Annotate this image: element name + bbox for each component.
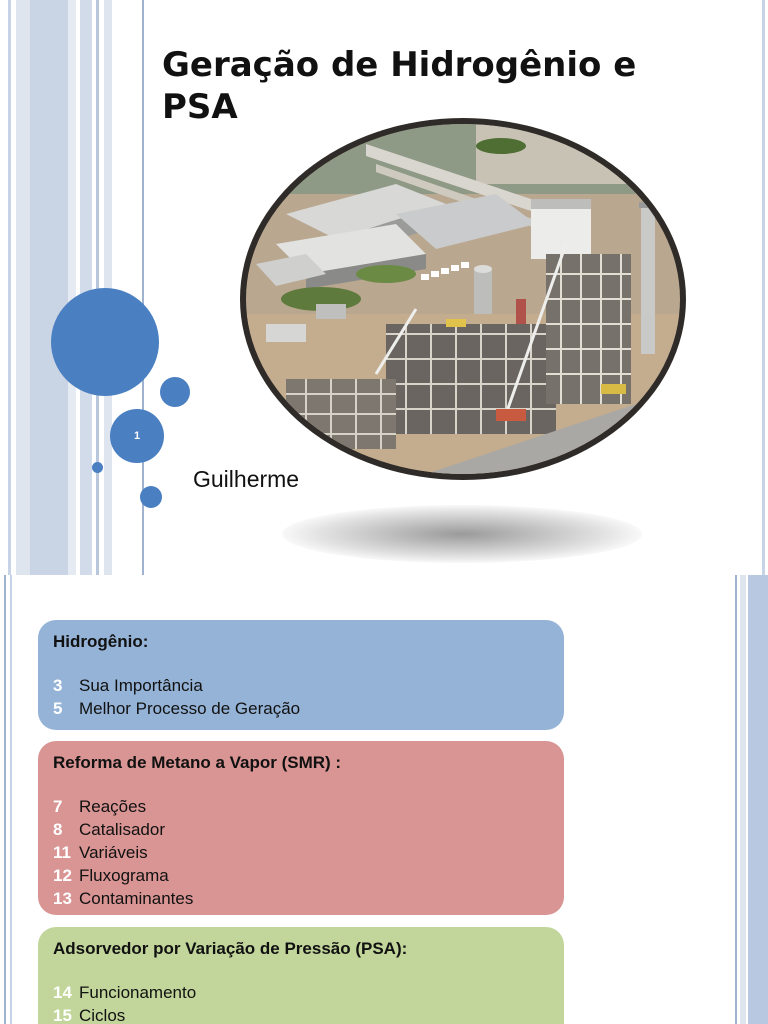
section-items: 3 Sua Importância 5 Melhor Processo de G… — [53, 674, 549, 720]
author-name: Guilherme — [193, 466, 300, 492]
item-label: Ciclos — [79, 1006, 126, 1024]
item-page-number: 5 — [53, 699, 63, 718]
contents-slide: Hidrogênio: 3 Sua Importância 5 Melhor P… — [0, 575, 768, 1024]
decor-stripe — [80, 0, 92, 575]
decor-circle — [92, 462, 103, 473]
decor-stripe — [30, 0, 68, 575]
decor-stripe — [762, 0, 765, 575]
section-items: 14 Funcionamento 15 Ciclos — [53, 981, 549, 1024]
section-box-hidrogenio: Hidrogênio: 3 Sua Importância 5 Melhor P… — [38, 620, 564, 730]
industrial-plant-photo — [246, 124, 680, 474]
item-page-number: 7 — [53, 797, 63, 816]
list-item[interactable]: 13 Contaminantes — [53, 887, 549, 910]
decor-circle — [160, 377, 190, 407]
item-label: Melhor Processo de Geração — [79, 699, 301, 718]
item-label: Funcionamento — [79, 983, 197, 1002]
slide-number: 1 — [133, 430, 141, 442]
decor-stripe — [740, 575, 746, 1024]
slide-number-badge: 1 — [110, 409, 164, 463]
item-page-number: 3 — [53, 676, 63, 695]
section-box-smr: Reforma de Metano a Vapor (SMR) : 7 Reaç… — [38, 741, 564, 915]
section-heading: Adsorvedor por Variação de Pressão (PSA)… — [53, 939, 408, 958]
decor-stripe — [8, 0, 11, 575]
decor-stripe — [735, 575, 737, 1024]
decor-stripe — [4, 575, 6, 1024]
item-label: Fluxograma — [79, 866, 169, 885]
item-label: Contaminantes — [79, 889, 194, 908]
item-page-number: 13 — [53, 889, 72, 908]
decor-stripe — [748, 575, 768, 1024]
item-page-number: 8 — [53, 820, 63, 839]
list-item[interactable]: 11 Variáveis — [53, 841, 549, 864]
photo-shadow — [282, 505, 642, 563]
decor-stripe — [142, 0, 144, 575]
decor-stripe — [68, 0, 76, 575]
list-item[interactable]: 3 Sua Importância — [53, 674, 549, 697]
list-item[interactable]: 15 Ciclos — [53, 1004, 549, 1024]
decor-stripe — [10, 575, 12, 1024]
list-item[interactable]: 8 Catalisador — [53, 818, 549, 841]
list-item[interactable]: 12 Fluxograma — [53, 864, 549, 887]
slide-title: Geração de Hidrogênio e PSA — [162, 45, 637, 127]
decor-stripe — [16, 0, 30, 575]
section-heading: Hidrogênio: — [53, 632, 149, 651]
section-box-psa: Adsorvedor por Variação de Pressão (PSA)… — [38, 927, 564, 1024]
section-items: 7 Reações 8 Catalisador 11 Variáveis 12 … — [53, 795, 549, 910]
decor-circle — [51, 288, 159, 396]
item-label: Sua Importância — [79, 676, 203, 695]
item-page-number: 15 — [53, 1006, 72, 1024]
list-item[interactable]: 7 Reações — [53, 795, 549, 818]
section-heading: Reforma de Metano a Vapor (SMR) : — [53, 753, 342, 772]
decor-circle — [140, 486, 162, 508]
item-label: Reações — [79, 797, 147, 816]
list-item[interactable]: 14 Funcionamento — [53, 981, 549, 1004]
list-item[interactable]: 5 Melhor Processo de Geração — [53, 697, 549, 720]
title-slide: 1 Geração de Hidrogênio e PSA — [0, 0, 768, 575]
decor-stripe — [104, 0, 112, 575]
decor-stripe — [96, 0, 99, 575]
item-label: Variáveis — [79, 843, 148, 862]
item-page-number: 11 — [53, 843, 71, 862]
item-page-number: 12 — [53, 866, 72, 885]
item-label: Catalisador — [79, 820, 165, 839]
item-page-number: 14 — [53, 983, 72, 1002]
